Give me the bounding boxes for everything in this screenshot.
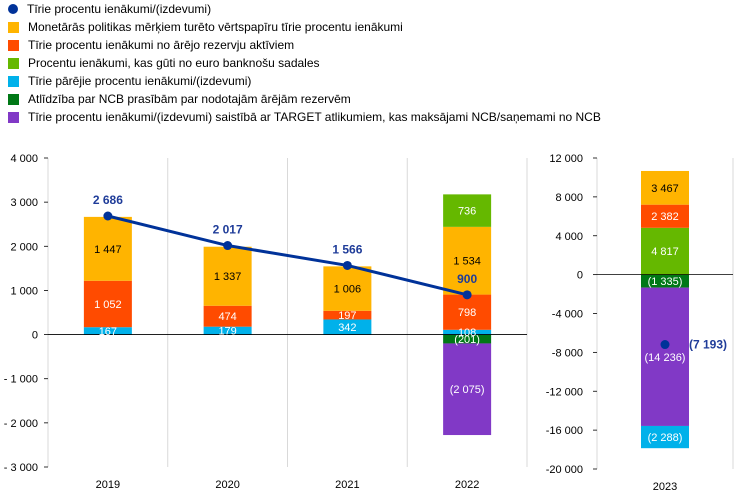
bar-segment [443, 343, 492, 436]
bar-segment [83, 280, 132, 328]
legend-item: Tīrie procentu ienākumi/(izdevumi) saist… [6, 108, 601, 126]
bar-segment [641, 170, 689, 205]
legend-swatch [8, 57, 19, 69]
line-point [342, 260, 352, 270]
line-point [660, 340, 670, 350]
legend-item: Procentu ienākumi, kas gūti no euro bank… [6, 54, 320, 72]
bar-segment [203, 305, 252, 327]
line-point-label: 2 686 [93, 193, 123, 207]
legend-label: Tīrie procentu ienākumi no ārējo rezervj… [28, 38, 295, 52]
bar-segment [641, 227, 689, 275]
y-tick-label: 1 000 [10, 285, 38, 297]
y-tick-label: -16 000 [546, 425, 583, 437]
line-point [223, 241, 233, 251]
bar-segment [641, 425, 689, 449]
bar-segment-label: 1 337 [214, 271, 242, 283]
bar-segment-label: 1 447 [94, 244, 122, 256]
y-tick-label: - 3 000 [4, 462, 38, 474]
y-tick-label: 0 [32, 330, 38, 342]
bar-segment [323, 266, 372, 311]
bar-segment [203, 326, 252, 335]
y-tick-label: - 1 000 [4, 374, 38, 386]
x-tick-label: 2022 [455, 479, 479, 491]
legend-swatch [8, 39, 19, 51]
x-tick-label: 2020 [215, 479, 239, 491]
bar-segment-label: (1 335) [648, 276, 683, 288]
y-tick-label: 2 000 [10, 241, 38, 253]
legend-label: Atlīdzība par NCB prasībām par nodotajām… [28, 92, 351, 106]
bar-segment [443, 334, 492, 344]
bar-segment [443, 329, 492, 335]
x-tick-label: 2023 [653, 481, 677, 493]
y-tick-label: 12 000 [549, 153, 583, 165]
bar-segment-label: (2 288) [648, 432, 683, 444]
y-tick-label: 4 000 [10, 153, 38, 165]
y-tick-label: -4 000 [552, 309, 583, 321]
legend-item: Tīrie procentu ienākumi no ārējo rezervj… [6, 36, 294, 54]
bar-segment [83, 216, 132, 281]
bar-segment [443, 294, 492, 330]
legend-item: Atlīdzība par NCB prasībām par nodotajām… [6, 90, 351, 108]
legend-swatch [8, 93, 19, 105]
left-panel: 4 000 3 000 2 000 1 000 0 - 1 000 - 2 000 - 3 0… [4, 153, 528, 491]
line-point [462, 290, 472, 300]
bar-segment-label: (2 075) [450, 384, 485, 396]
bar-segment-label: 342 [338, 322, 356, 334]
line-point-label: (7 193) [689, 338, 727, 352]
bar-segment-label: 1 534 [453, 256, 481, 268]
bar-segment-label: 1 052 [94, 299, 122, 311]
bar-segment [323, 310, 372, 320]
bar-segment-label: 736 [458, 206, 476, 218]
bar-segment [443, 194, 492, 227]
y-tick-label: 4 000 [555, 231, 583, 243]
bar-segment-label: 1 006 [334, 284, 362, 296]
bar-segment-label: (14 236) [645, 352, 686, 364]
y-tick-label: -8 000 [552, 347, 583, 359]
legend-label: Monetārās politikas mērķiem turēto vērts… [28, 20, 403, 34]
line-series [107, 214, 468, 297]
bar-segment-label: 197 [338, 310, 356, 322]
bar-segment [323, 319, 372, 335]
legend-label: Tīrie procentu ienākumi/(izdevumi) [27, 2, 212, 16]
legend-label: Tīrie procentu ienākumi/(izdevumi) saist… [28, 110, 601, 124]
bar-segment-label: 474 [218, 311, 236, 323]
bar-segment [641, 287, 689, 426]
bar-segment-label: 2 382 [651, 211, 679, 223]
x-tick-label: 2019 [96, 479, 120, 491]
bar-segment-label: 4 817 [651, 246, 679, 258]
bar-segment-label: 798 [458, 307, 476, 319]
bar-segment [641, 204, 689, 228]
y-tick-label: -20 000 [546, 464, 583, 476]
x-tick-label: 2021 [335, 479, 359, 491]
line-point-label: 2 017 [213, 223, 243, 237]
bar-segment-label: 108 [458, 327, 476, 339]
legend-item: Tīrie procentu ienākumi/(izdevumi) [6, 0, 211, 18]
bar-segment-label: (201) [454, 334, 480, 346]
bar-segment [83, 327, 132, 335]
line-point-label: 900 [457, 272, 477, 286]
legend-item: Monetārās politikas mērķiem turēto vērts… [6, 18, 403, 36]
y-tick-label: 0 [577, 270, 583, 282]
bar-segment [641, 274, 689, 288]
line-point [103, 211, 113, 221]
bar-segment [443, 226, 492, 295]
y-tick-label: - 2 000 [4, 418, 38, 430]
bar-segment-label: 179 [218, 326, 236, 338]
bar-segment-label: 167 [99, 326, 117, 338]
legend-swatch [8, 111, 19, 123]
legend-dot-marker [8, 4, 18, 14]
y-tick-label: 3 000 [10, 197, 38, 209]
legend-label: Procentu ienākumi, kas gūti no euro bank… [28, 56, 320, 70]
legend-item: Tīrie pārējie procentu ienākumi/(izdevum… [6, 72, 251, 90]
y-tick-label: 8 000 [555, 192, 583, 204]
bar-segment [203, 246, 252, 306]
legend-swatch [8, 75, 19, 87]
line-point-label: 1 566 [332, 242, 362, 256]
y-tick-label: -12 000 [546, 386, 583, 398]
bar-segment-label: 3 467 [651, 183, 679, 195]
right-panel: 12 000 8 000 4 000 0 -4 000 -8 000 -12 000 -16 … [546, 153, 734, 493]
legend-swatch [8, 21, 19, 33]
legend-label: Tīrie pārējie procentu ienākumi/(izdevum… [28, 74, 252, 88]
